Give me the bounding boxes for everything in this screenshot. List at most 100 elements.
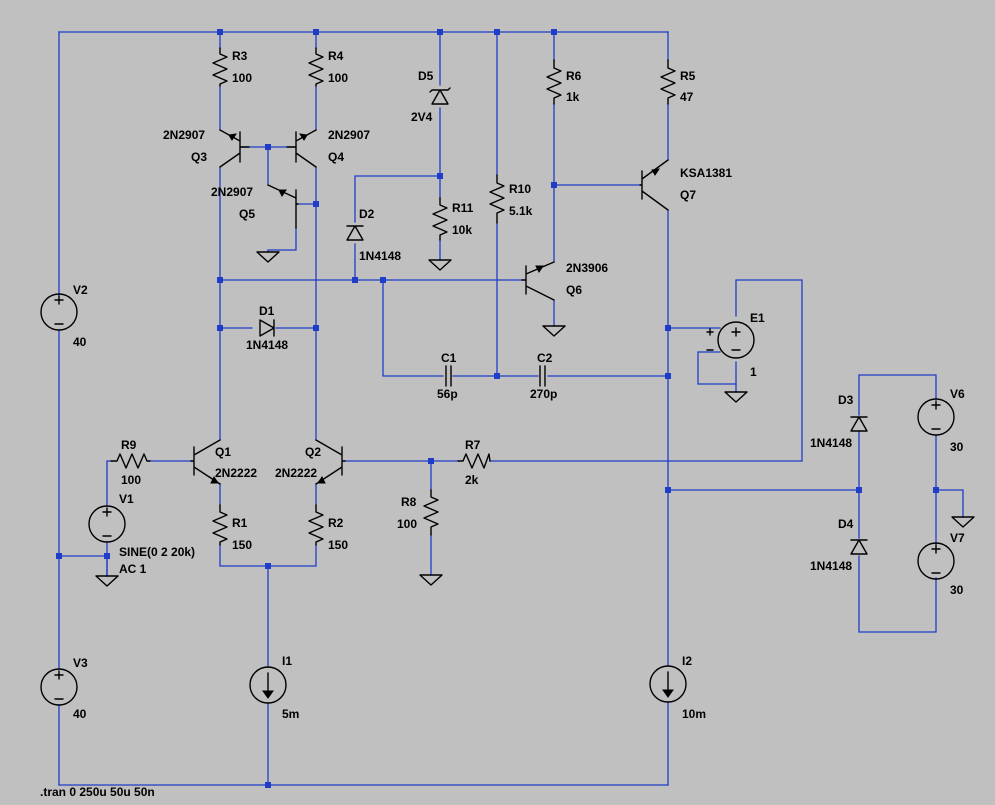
q3-model-label: 2N2907: [163, 128, 205, 142]
e1-name-label: E1: [750, 311, 765, 325]
transistor-q4[interactable]: 2N2907 Q4: [286, 128, 370, 168]
d2-name-label: D2: [359, 207, 375, 221]
resistor-r3[interactable]: R3 100: [212, 47, 252, 87]
q1-model-label: 2N2222: [215, 466, 257, 480]
i1-value-label: 5m: [282, 707, 299, 721]
d1-model-label: 1N4148: [246, 338, 288, 352]
c1-name-label: C1: [441, 351, 457, 365]
q6-name-label: Q6: [566, 283, 582, 297]
r4-name-label: R4: [328, 49, 344, 63]
q6-model-label: 2N3906: [566, 261, 608, 275]
vcvs-e1[interactable]: E1 1: [706, 311, 765, 379]
r8-name-label: R8: [401, 495, 417, 509]
d3-model-label: 1N4148: [810, 436, 852, 450]
v7-value-label: 30: [950, 583, 964, 597]
r7-value-label: 2k: [465, 473, 479, 487]
diode-d2[interactable]: D2 1N4148: [346, 207, 401, 263]
ground-icon: [951, 516, 975, 528]
d3-name-label: D3: [838, 393, 854, 407]
voltage-source-v1[interactable]: V1 SINE(0 2 20k) AC 1: [88, 492, 195, 576]
r10-value-label: 5.1k: [509, 204, 533, 218]
d4-model-label: 1N4148: [810, 559, 852, 573]
voltage-source-v3[interactable]: V3 40: [40, 656, 88, 721]
capacitor-c1[interactable]: C1 56p: [437, 351, 458, 401]
i1-name-label: I1: [282, 654, 292, 668]
ground-icon: [419, 574, 443, 586]
diode-d4[interactable]: D4 1N4148: [810, 517, 868, 573]
v1-ac-label: AC 1: [119, 562, 147, 576]
voltage-source-v7[interactable]: V7 30: [917, 531, 965, 597]
r5-value-label: 47: [680, 90, 694, 104]
resistor-r4[interactable]: R4 100: [308, 47, 348, 87]
current-source-i2[interactable]: I2 10m: [649, 654, 706, 721]
d1-name-label: D1: [259, 304, 275, 318]
r7-name-label: R7: [465, 438, 481, 452]
resistor-r6[interactable]: R6 1k: [546, 59, 582, 105]
spice-directive[interactable]: .tran 0 250u 50u 50n: [40, 785, 155, 799]
voltage-source-v2[interactable]: V2 40: [40, 283, 88, 349]
v7-name-label: V7: [950, 531, 965, 545]
q2-name-label: Q2: [305, 445, 321, 459]
d2-model-label: 1N4148: [359, 249, 401, 263]
resistor-r9[interactable]: R9 100: [110, 438, 151, 487]
v2-name-label: V2: [73, 283, 88, 297]
c1-value-label: 56p: [437, 387, 458, 401]
capacitor-c2[interactable]: C2 270p: [530, 351, 557, 401]
q2-model-label: 2N2222: [275, 466, 317, 480]
ground-icon: [256, 251, 280, 263]
wires: [58, 31, 964, 786]
q4-name-label: Q4: [328, 150, 344, 164]
ground-icon: [95, 575, 119, 587]
r6-value-label: 1k: [566, 90, 580, 104]
v1-value-label: SINE(0 2 20k): [119, 545, 195, 559]
resistor-r1[interactable]: R1 150: [212, 504, 252, 552]
q3-name-label: Q3: [191, 150, 207, 164]
r11-value-label: 10k: [452, 223, 472, 237]
q7-model-label: KSA1381: [680, 166, 732, 180]
r6-name-label: R6: [566, 69, 582, 83]
r1-value-label: 150: [232, 538, 252, 552]
i2-value-label: 10m: [682, 707, 706, 721]
q4-model-label: 2N2907: [328, 128, 370, 142]
ground-symbols: [95, 251, 975, 587]
junctions: [56, 29, 939, 788]
v6-name-label: V6: [950, 387, 965, 401]
i2-name-label: I2: [682, 654, 692, 668]
r3-value-label: 100: [232, 71, 252, 85]
d4-name-label: D4: [838, 517, 854, 531]
q5-name-label: Q5: [239, 207, 255, 221]
transistor-q2[interactable]: Q2 2N2222: [275, 439, 346, 485]
d5-model-label: 2V4: [411, 110, 433, 124]
transistor-q1[interactable]: Q1 2N2222: [190, 439, 257, 485]
v3-value-label: 40: [73, 707, 87, 721]
resistor-r5[interactable]: R5 47: [660, 59, 696, 105]
zener-d5[interactable]: D5 2V4: [411, 69, 451, 124]
r8-value-label: 100: [397, 517, 417, 531]
r3-name-label: R3: [232, 49, 248, 63]
diode-d1[interactable]: D1 1N4148: [246, 304, 288, 352]
resistor-r7[interactable]: R7 2k: [457, 438, 491, 487]
voltage-source-v6[interactable]: V6 30: [917, 387, 965, 454]
resistor-r2[interactable]: R2 150: [308, 504, 348, 552]
r5-name-label: R5: [680, 69, 696, 83]
v1-name-label: V1: [119, 492, 134, 506]
r9-name-label: R9: [121, 438, 137, 452]
resistor-r8[interactable]: R8 100: [397, 489, 439, 536]
transistor-q5[interactable]: 2N2907 Q5: [211, 184, 299, 229]
transistor-q7[interactable]: KSA1381 Q7: [639, 159, 732, 211]
ground-icon: [428, 259, 452, 271]
resistor-r10[interactable]: R10 5.1k: [489, 174, 533, 224]
transistor-q6[interactable]: 2N3906 Q6: [521, 261, 608, 301]
r9-value-label: 100: [121, 473, 141, 487]
v6-value-label: 30: [950, 440, 964, 454]
r2-value-label: 150: [328, 538, 348, 552]
q7-name-label: Q7: [680, 188, 696, 202]
r10-name-label: R10: [509, 182, 531, 196]
transistor-q3[interactable]: 2N2907 Q3: [163, 128, 250, 168]
diode-d3[interactable]: D3 1N4148: [810, 393, 868, 450]
resistor-r11[interactable]: R11 10k: [432, 197, 474, 241]
d5-name-label: D5: [418, 69, 434, 83]
v3-name-label: V3: [73, 656, 88, 670]
current-source-i1[interactable]: I1 5m: [249, 654, 299, 721]
